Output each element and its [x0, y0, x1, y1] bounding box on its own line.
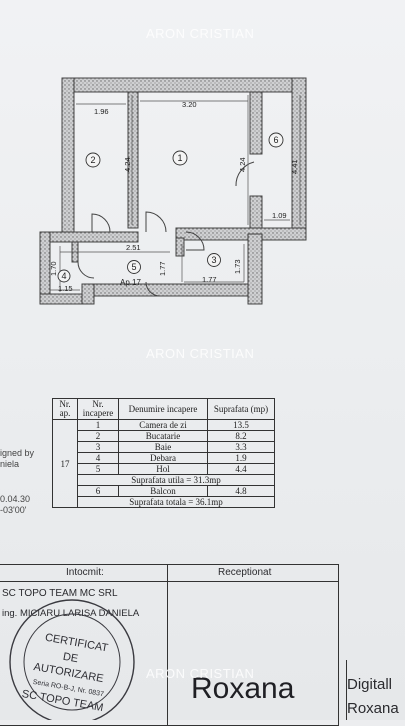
dim-width-room1: 3.20 — [182, 100, 197, 109]
dim-height-room3: 1.73 — [233, 259, 242, 274]
cell-nr: 6 — [77, 485, 119, 497]
dim-width-room6: 1.09 — [272, 211, 287, 220]
digital-sign-name: Roxana — [347, 700, 399, 717]
stamp-line: CERTIFICAT — [44, 632, 109, 655]
authorization-stamp: CERTIFICAT DE AUTORIZARE Seria RO-B-J, N… — [9, 599, 135, 720]
room-number-3: 3 — [211, 255, 216, 265]
stamp-line: DE — [62, 651, 79, 665]
watermark-bottom: ARON CRISTIAN — [146, 666, 255, 681]
cell-name: Baie — [118, 441, 208, 453]
dim-width-hall: 2.51 — [126, 243, 141, 252]
cell-area: 4.8 — [207, 485, 275, 497]
company-name: SC TOPO TEAM MC SRL — [2, 588, 118, 599]
room-number-6: 6 — [273, 135, 278, 145]
table-row: 5 Hol 4.4 — [53, 463, 275, 475]
table-row: 4 Debara 1.9 — [53, 452, 275, 464]
cell-area: 3.3 — [207, 441, 275, 453]
dim-height-room4: 1.70 — [49, 261, 58, 276]
room-number-5: 5 — [131, 262, 136, 272]
engineer-name: ing. MICIARU LARISA DANIELA — [2, 608, 140, 619]
cell-area: 1.9 — [207, 452, 275, 464]
dim-width-room2: 1.96 — [94, 107, 109, 116]
room-number-2: 2 — [90, 155, 95, 165]
table-row: 6 Balcon 4.8 — [53, 485, 275, 497]
sign-note-line: niela — [0, 459, 20, 469]
cell-nr: 5 — [77, 463, 119, 475]
table-header-row: Nr. ap. Nr. incapere Denumire incapere S… — [52, 398, 275, 420]
signature-divider — [167, 565, 168, 725]
dim-height-room1: 4.24 — [238, 157, 247, 172]
cell-nr: 4 — [77, 452, 119, 464]
cell-nr: 3 — [77, 441, 119, 453]
header-nr-incapere: Nr. incapere — [77, 398, 119, 420]
signature-name: Roxana — [191, 672, 295, 705]
dim-width-room4: 1.15 — [58, 284, 73, 293]
sign-note-date: 0.04.30 — [0, 494, 31, 504]
cell-name: Debara — [118, 452, 208, 464]
table-row-totala: Suprafata totala = 36.1mp — [53, 496, 275, 508]
table-row-utila: Suprafata utila = 31.3mp — [53, 474, 275, 486]
cell-area: 13.5 — [207, 419, 275, 431]
cell-nr: 1 — [77, 419, 119, 431]
watermark-middle: ARON CRISTIAN — [146, 346, 255, 361]
rooms-table: Nr. ap. Nr. incapere Denumire incapere S… — [52, 398, 275, 508]
header-nr-ap: Nr. ap. — [52, 398, 78, 420]
sign-note-line: igned by — [0, 448, 35, 458]
room-number-4: 4 — [61, 271, 66, 281]
table-row: 17 1 Camera de zi 13.5 — [52, 419, 275, 508]
sign-note-tz: -03'00' — [0, 505, 27, 515]
dim-height-room2: 4.24 — [123, 157, 132, 172]
signature-header — [0, 565, 338, 582]
receptionat-label: Receptionat — [218, 567, 272, 578]
dim-height-hall: 1.77 — [158, 261, 167, 276]
table-row: 3 Baie 3.3 — [53, 441, 275, 453]
dim-width-room3: 1.77 — [202, 275, 217, 284]
cell-suprafata-totala: Suprafata totala = 36.1mp — [77, 496, 275, 508]
cell-name: Hol — [118, 463, 208, 475]
dim-height-room6: 4.41 — [290, 159, 299, 174]
intocmit-label: Intocmit: — [66, 567, 104, 578]
header-denumire: Denumire incapere — [118, 398, 208, 420]
apartment-label: Ap.17 — [120, 278, 141, 287]
walls — [39, 77, 307, 305]
floor-plan: 1 2 3 4 5 6 1.96 3.20 4.24 4.24 4.41 1.0… — [39, 77, 307, 305]
cell-suprafata-utila: Suprafata utila = 31.3mp — [77, 474, 275, 486]
cell-ap: 17 — [52, 419, 78, 508]
cell-name: Bucatarie — [118, 430, 208, 442]
cell-name: Camera de zi — [118, 419, 208, 431]
cell-name: Balcon — [118, 485, 208, 497]
cell-area: 8.2 — [207, 430, 275, 442]
cell-nr: 2 — [77, 430, 119, 442]
cell-area: 4.4 — [207, 463, 275, 475]
digital-sign-note: igned by niela 0.04.30 -03'00' — [0, 448, 34, 516]
digital-sign-label: Digitall — [347, 676, 393, 693]
header-suprafata: Suprafata (mp) — [207, 398, 275, 420]
table-row: 2 Bucatarie 8.2 — [53, 430, 275, 442]
digital-sign-divider — [346, 660, 348, 720]
watermark-top: ARON CRISTIAN — [146, 26, 255, 41]
room-number-1: 1 — [177, 153, 182, 163]
